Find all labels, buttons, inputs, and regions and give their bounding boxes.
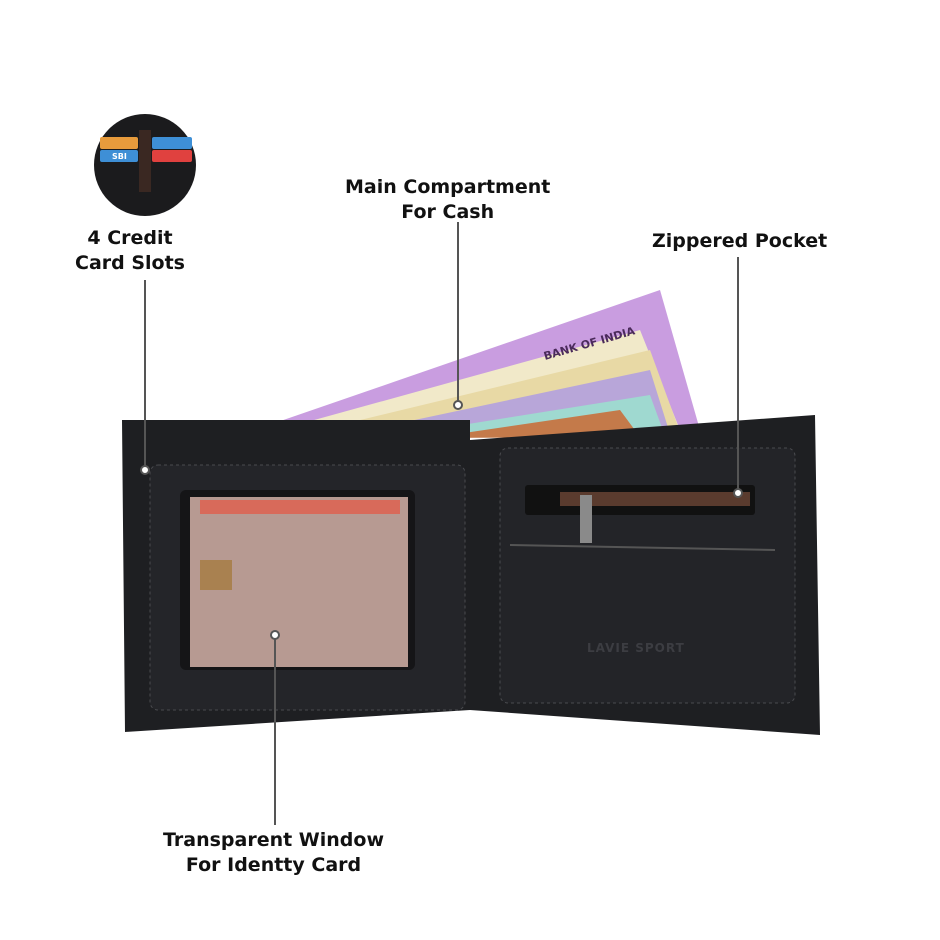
banknotes: BANK OF INDIA [240, 290, 700, 440]
callout-text: Zippered Pocket [652, 230, 828, 252]
callout-text: Card Slots [75, 252, 185, 274]
callout-credit-card-slots: 4 Credit Card Slots [75, 226, 185, 276]
callout-text: For Cash [401, 201, 495, 223]
brand-emboss: LAVIE SPORT [587, 641, 685, 655]
card-text: SBI [112, 152, 127, 161]
callout-text: For Identty Card [185, 854, 362, 876]
callout-text: 4 Credit [87, 227, 173, 249]
callout-main-compartment: Main Compartment For Cash [345, 175, 550, 225]
callout-text: Transparent Window [163, 829, 385, 851]
credit-slots-inset: SBI [94, 114, 196, 216]
callout-transparent-window: Transparent Window For Identty Card [163, 828, 384, 878]
callout-lines [140, 222, 743, 825]
callout-zippered-pocket: Zippered Pocket [652, 229, 827, 254]
callout-text: Main Compartment [345, 176, 551, 198]
wallet-body: LAVIE SPORT [122, 415, 820, 735]
